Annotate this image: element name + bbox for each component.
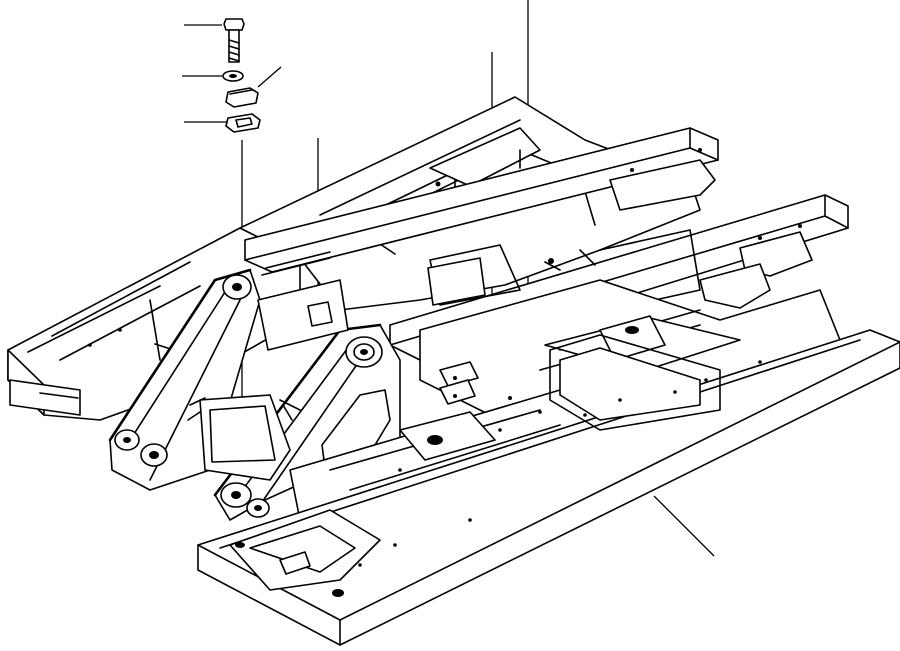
center-box	[187, 394, 301, 481]
bolt-icon	[223, 18, 245, 63]
leader-cover-plate	[257, 66, 282, 88]
center-beam-upper	[244, 127, 719, 273]
counterweight-rail	[197, 329, 900, 646]
boom-bracket-left	[108, 268, 261, 491]
access-cover	[257, 251, 349, 351]
washer-icon	[222, 70, 244, 82]
cover-plate-icon	[225, 87, 259, 108]
deck-dots	[358, 360, 762, 567]
gasket-icon	[225, 113, 261, 133]
leader-rail	[653, 495, 715, 557]
